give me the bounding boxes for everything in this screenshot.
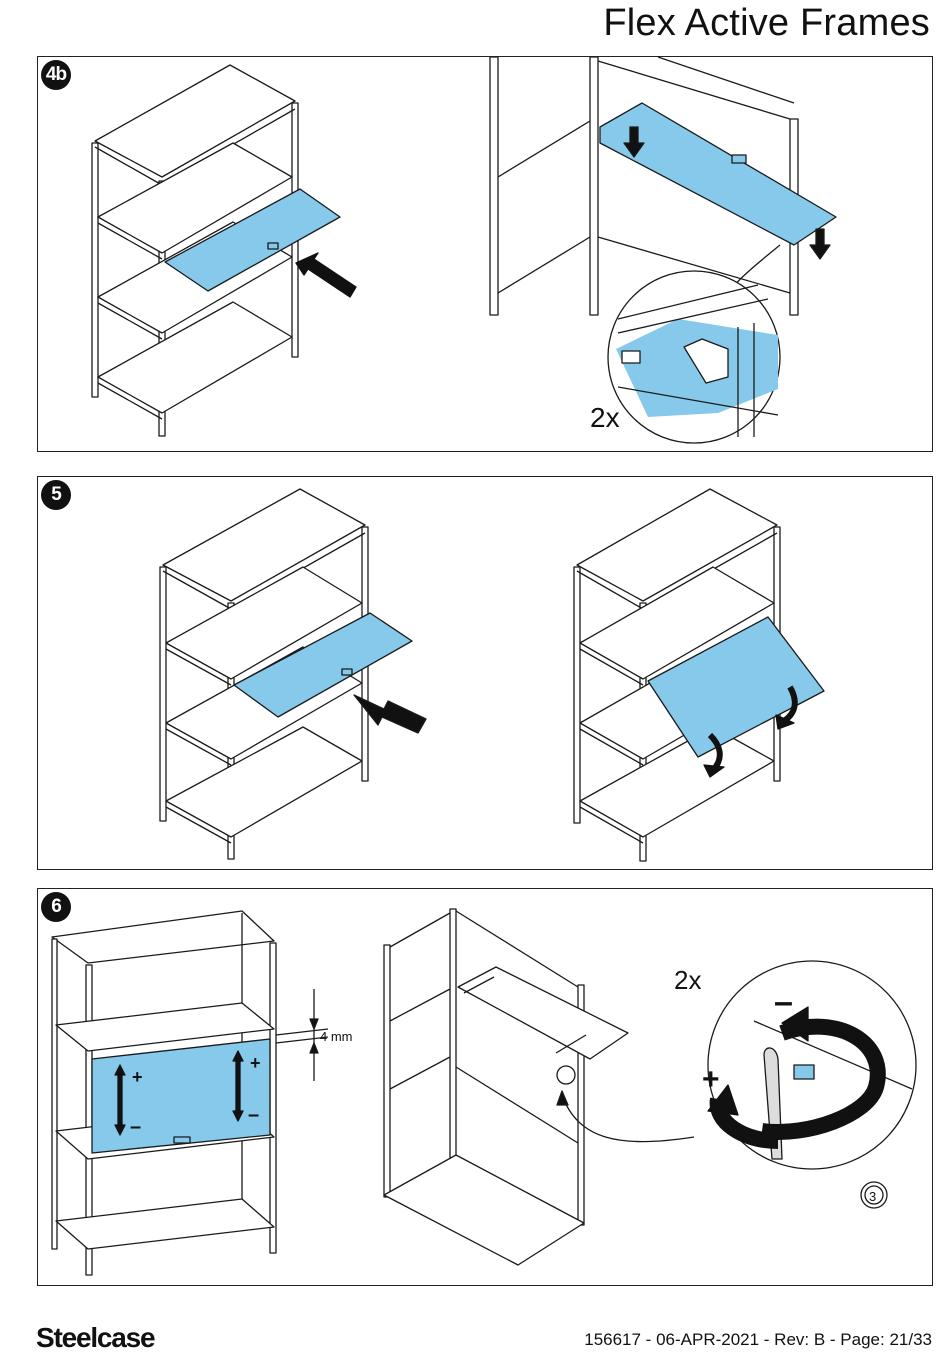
step-5-panel: 5 — [37, 476, 933, 870]
quantity-label: 2x — [674, 965, 701, 995]
plus-sign: + — [702, 1063, 720, 1096]
shelving-frame-rear — [384, 909, 584, 1265]
shelf-underside — [458, 967, 628, 1059]
document-info: 156617 - 06-APR-2021 - Rev: B - Page: 21… — [584, 1330, 932, 1350]
part-reference-number: 3 — [869, 1189, 876, 1204]
step-4b-panel: 4b — [37, 56, 933, 452]
step-6-panel: 6 — [37, 888, 933, 1286]
step-6-illustration: 4 mm 2x – + + – + – 3 — [38, 889, 932, 1285]
step-5-illustration — [38, 477, 932, 869]
brand-logo: Steelcase — [36, 1322, 154, 1354]
minus-sign: – — [130, 1116, 141, 1138]
gap-dimension-label: 4 mm — [320, 1029, 353, 1044]
quantity-label: 2x — [590, 402, 620, 433]
minus-sign: – — [774, 983, 793, 1021]
down-arrow-icon — [810, 229, 830, 259]
blue-shelf-panel-closeup — [600, 103, 836, 245]
plus-sign: + — [250, 1053, 261, 1073]
page-title: Flex Active Frames — [603, 2, 930, 45]
step-4b-illustration: 2x — [38, 57, 932, 451]
plus-sign: + — [132, 1067, 143, 1087]
push-arrow-icon — [296, 253, 356, 297]
minus-sign: – — [248, 1104, 259, 1126]
